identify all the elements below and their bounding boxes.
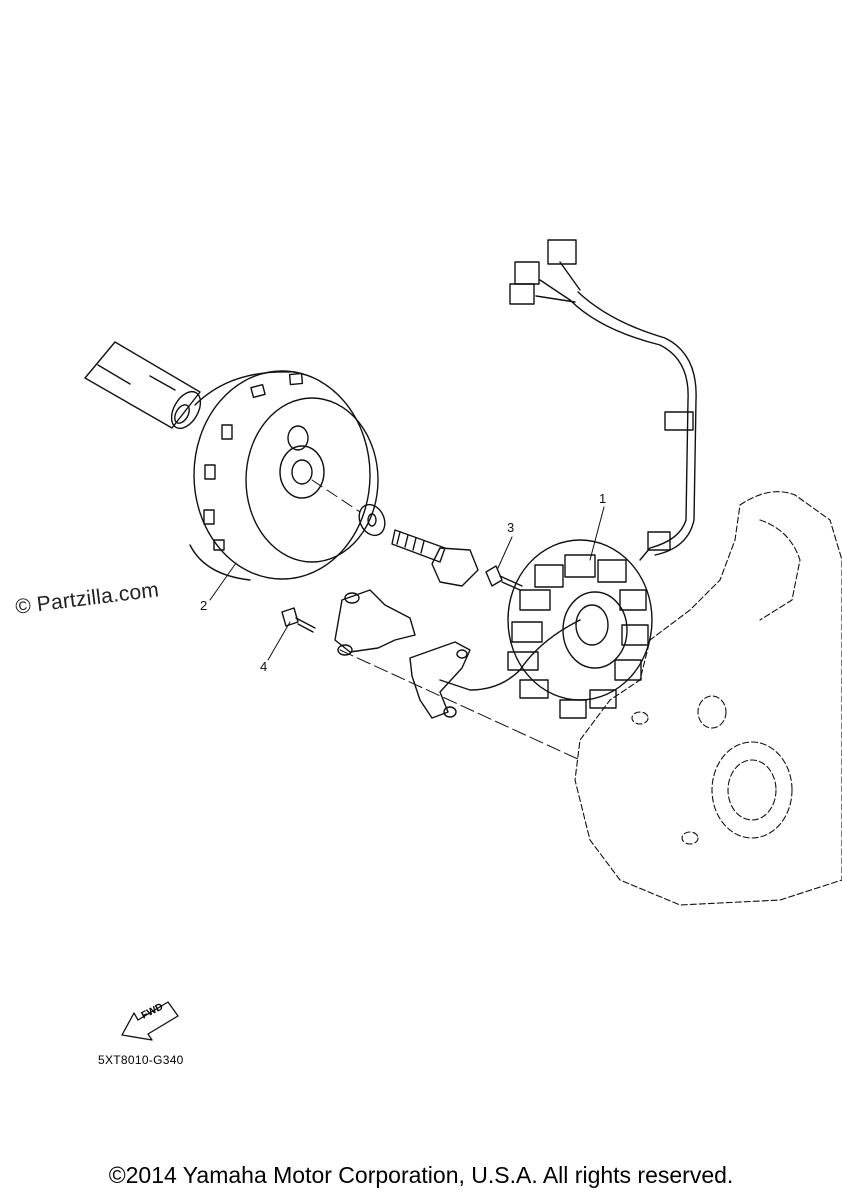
rotor-flywheel bbox=[189, 370, 379, 581]
callout-2: 2 bbox=[200, 598, 208, 613]
callout-1: 1 bbox=[599, 491, 607, 506]
washer-and-bolt bbox=[311, 479, 479, 587]
screws bbox=[281, 565, 523, 633]
fwd-arrow-icon bbox=[121, 1001, 179, 1041]
crankcase bbox=[574, 491, 842, 906]
copyright-notice: ©2014 Yamaha Motor Corporation, U.S.A. A… bbox=[108, 1162, 734, 1188]
callout-4: 4 bbox=[260, 659, 268, 674]
diagram-code: 5XT8010-G340 bbox=[98, 1053, 184, 1067]
wiring-harness bbox=[439, 239, 697, 691]
callout-3: 3 bbox=[507, 520, 515, 535]
leader-lines bbox=[209, 506, 605, 761]
stator-coil bbox=[507, 539, 653, 719]
pickup-coil-bracket bbox=[334, 589, 471, 719]
crankshaft-end bbox=[84, 341, 202, 430]
